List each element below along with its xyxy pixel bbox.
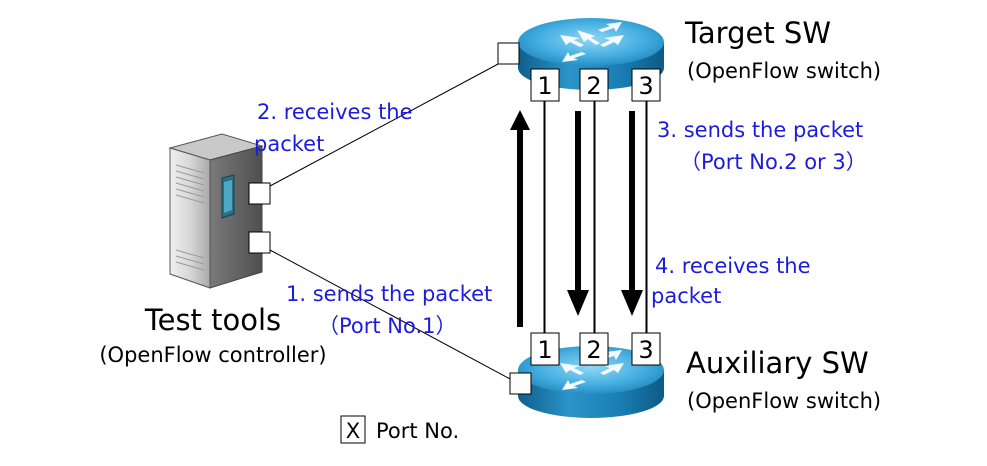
step1-text-line1: 1. sends the packet (286, 282, 492, 306)
server-icon (168, 133, 264, 289)
step2-text-line1: 2. receives the (257, 100, 413, 124)
legend: X Port No. (340, 415, 459, 444)
target-switch-router-icon (518, 18, 664, 90)
auxiliary-port-2-label: 2 (586, 336, 601, 364)
target-port-3-label: 3 (638, 72, 653, 100)
arrow-down-port3-flow (621, 111, 643, 316)
legend-label: Port No. (376, 419, 459, 443)
step3-text-line1: 3. sends the packet (657, 118, 863, 142)
test-tools-subtitle: (OpenFlow controller) (99, 343, 326, 367)
target-port-3: 3 (631, 68, 661, 102)
target-port-2-label: 2 (586, 72, 601, 100)
server-port-lower (248, 231, 271, 254)
auxiliary-port-1: 1 (530, 332, 560, 366)
target-port-2: 2 (579, 68, 609, 102)
arrow-down-port2-flow (567, 111, 589, 316)
step4-text-line1: 4. receives the (655, 254, 811, 278)
auxiliary-port-1-label: 1 (537, 336, 552, 364)
legend-symbol: X (346, 419, 360, 443)
target-switch-title: Target SW (684, 16, 831, 50)
target-port-1: 1 (530, 68, 560, 102)
test-tools-title: Test tools (144, 303, 281, 337)
auxiliary-uplink-port (509, 372, 532, 395)
target-switch-subtitle: (OpenFlow switch) (687, 59, 881, 83)
auxiliary-port-3-label: 3 (638, 336, 653, 364)
target-port-1-label: 1 (537, 72, 552, 100)
link-server-to-auxiliary (269, 249, 513, 381)
auxiliary-port-2: 2 (579, 332, 609, 366)
arrow-up-port1-flow (510, 110, 530, 327)
step1-text-line2: （Port No.1） (318, 314, 457, 338)
target-uplink-port (497, 42, 520, 65)
link-server-to-target (269, 62, 501, 187)
step4-text-line2: packet (651, 284, 721, 308)
step2-text-line2: packet (254, 132, 324, 156)
auxiliary-switch-title: Auxiliary SW (686, 346, 869, 380)
auxiliary-switch-subtitle: (OpenFlow switch) (687, 389, 881, 413)
auxiliary-port-3: 3 (631, 332, 661, 366)
step3-text-line2: （Port No.2 or 3） (680, 150, 867, 174)
server-port-upper (248, 182, 271, 205)
auxiliary-switch-router-icon (518, 346, 664, 418)
